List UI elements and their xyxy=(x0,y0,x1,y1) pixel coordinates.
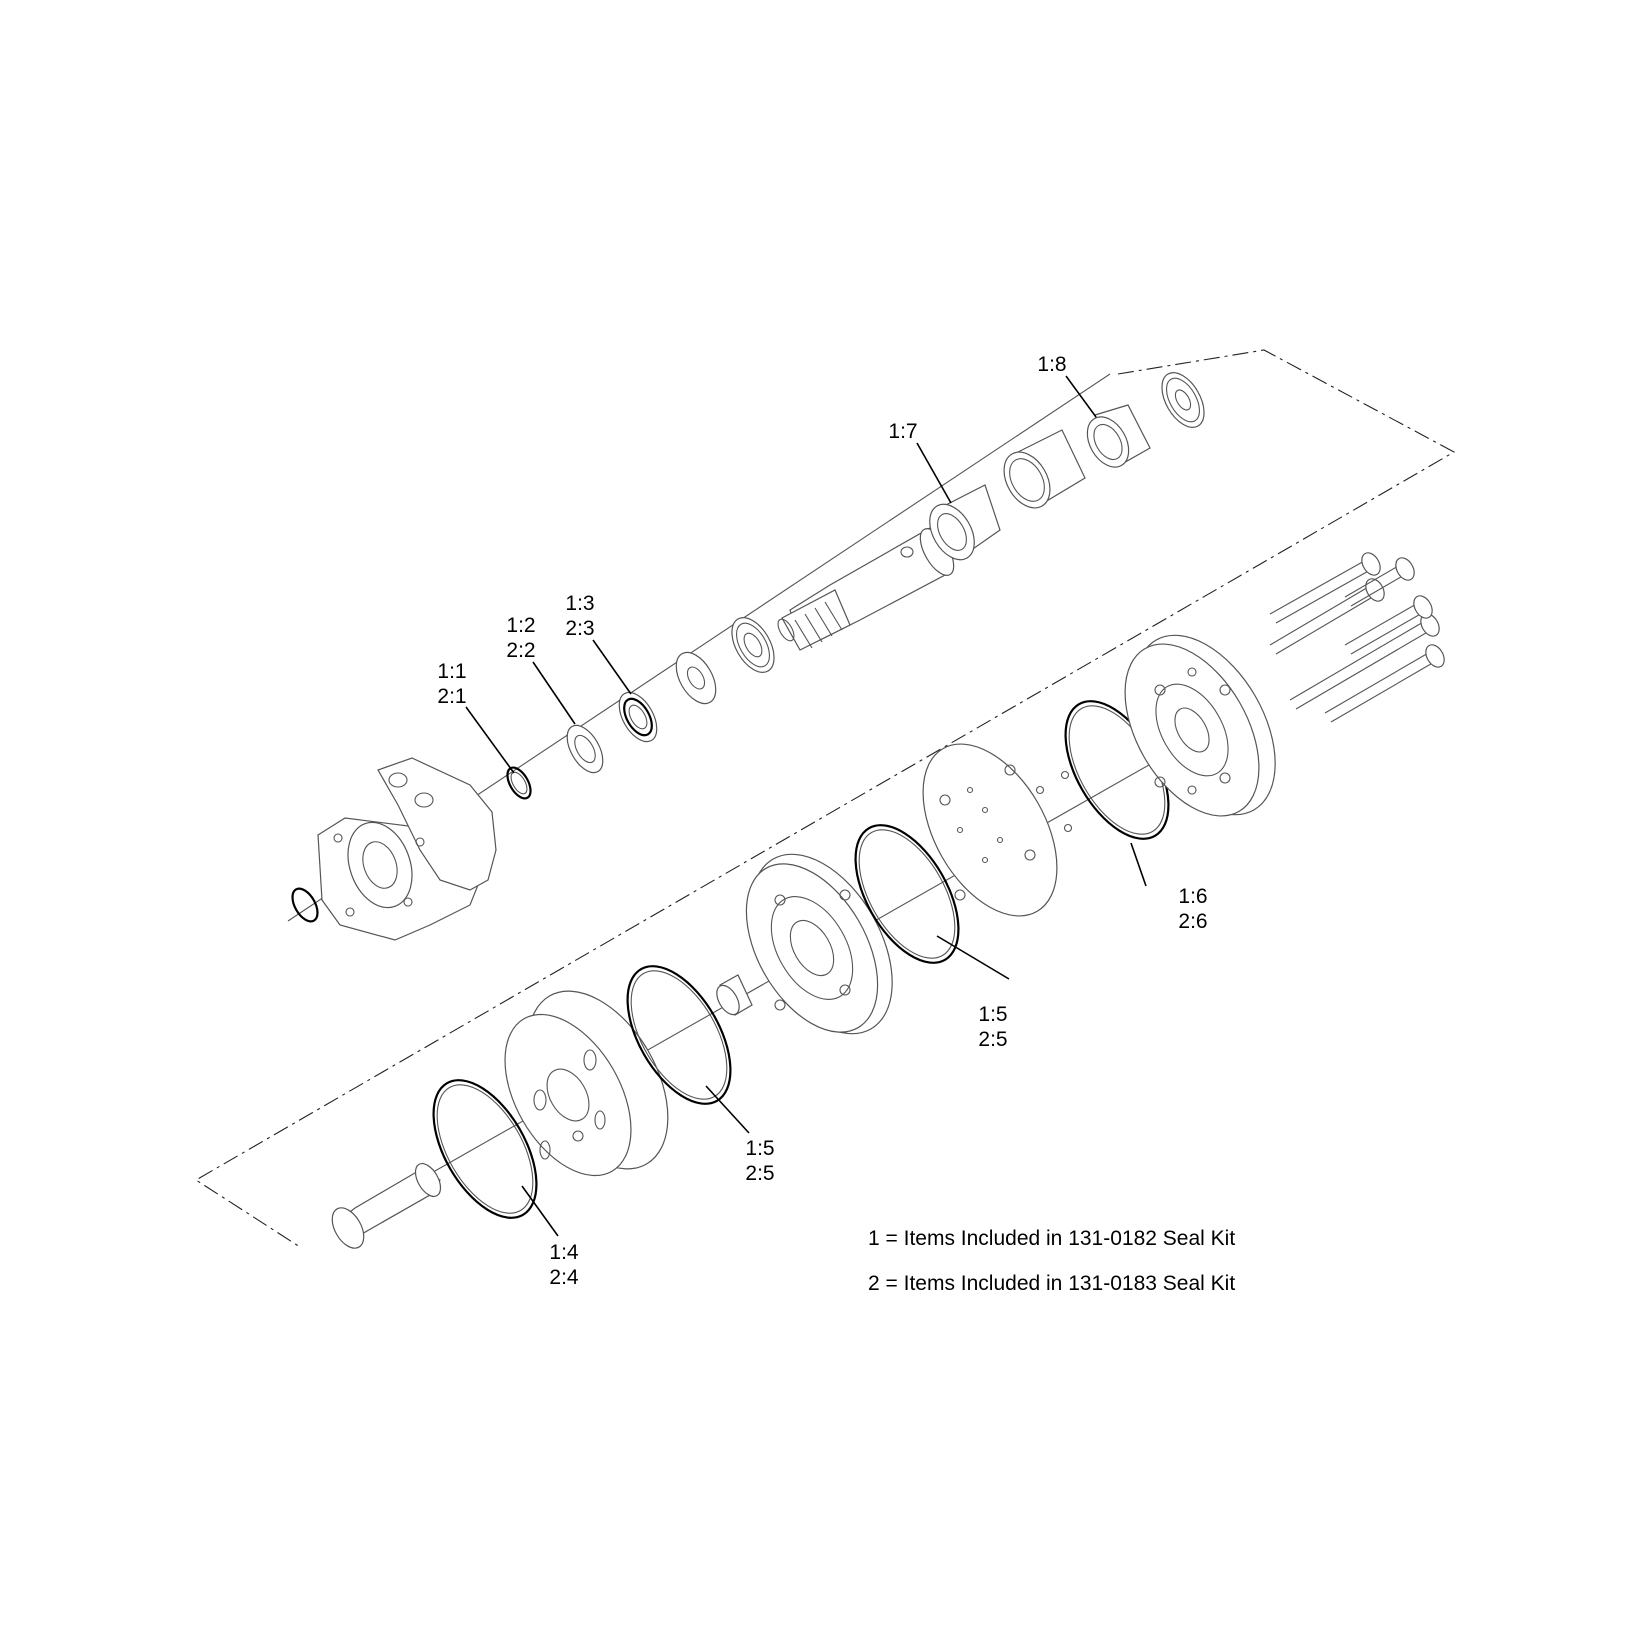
motor-housing-part xyxy=(317,757,497,941)
end-plate-part xyxy=(922,743,1073,917)
output-shaft-part xyxy=(777,527,955,651)
callout-line: 2:1 xyxy=(437,685,466,708)
callout-line: 2:5 xyxy=(978,1028,1007,1051)
callout-line: 2:5 xyxy=(745,1162,774,1185)
callout-line: 1:2 xyxy=(506,614,535,637)
shaft-seal-3-part xyxy=(618,691,658,743)
callout-line: 1:1 xyxy=(437,660,466,683)
callout-line: 2:2 xyxy=(506,639,535,662)
callout-line: 1:4 xyxy=(549,1241,579,1264)
callout-1-4: 1:4 2:4 xyxy=(549,1241,579,1289)
gerotor-part xyxy=(504,990,669,1177)
callout-1-3: 1:3 2:3 xyxy=(565,592,594,640)
valve-plate-part xyxy=(745,853,893,1035)
callout-line: 1:5 xyxy=(745,1137,774,1160)
drive-spline-part xyxy=(331,1163,442,1249)
o-ring-4-part xyxy=(432,1079,538,1219)
end-cap-part xyxy=(1124,634,1276,817)
callout-line: 1:5 xyxy=(978,1003,1007,1026)
thrust-bearing-rear-part xyxy=(1161,372,1205,428)
bearing-sleeve-part xyxy=(1003,429,1086,509)
callout-1-6: 1:6 2:6 xyxy=(1178,885,1207,933)
legend-kit-2: 2 = Items Included in 131-0183 Seal Kit xyxy=(868,1272,1236,1295)
callout-line: 2:3 xyxy=(565,617,594,640)
callout-line: 2:6 xyxy=(1178,910,1207,933)
needle-bearing-8-part xyxy=(1086,404,1151,468)
legend-kit-1: 1 = Items Included in 131-0182 Seal Kit xyxy=(868,1227,1236,1250)
thrust-washer-part xyxy=(675,651,717,705)
bushing-part xyxy=(716,974,753,1016)
callout-line: 1:7 xyxy=(888,420,917,443)
callout-1-7: 1:7 xyxy=(888,420,917,443)
leader-lines xyxy=(465,375,1147,1237)
o-ring-5-right-part xyxy=(854,824,960,964)
front-o-ring-part xyxy=(291,887,319,923)
callout-1-5-right: 1:5 2:5 xyxy=(978,1003,1007,1051)
thrust-bearing-front-part xyxy=(731,617,775,673)
o-ring-5-left-part xyxy=(626,965,732,1105)
washer-2-part xyxy=(566,724,604,774)
callout-1-2: 1:2 2:2 xyxy=(506,614,535,662)
callout-line: 1:8 xyxy=(1037,353,1066,376)
callout-1-5-left: 1:5 2:5 xyxy=(745,1137,774,1185)
callout-1-1: 1:1 2:1 xyxy=(437,660,466,708)
needle-bearing-7-part xyxy=(929,484,1001,561)
seal-ring-1-part xyxy=(506,766,532,800)
callout-1-8: 1:8 xyxy=(1037,353,1066,376)
cap-screws-part xyxy=(1269,552,1445,723)
callout-line: 1:6 xyxy=(1178,885,1207,908)
dash-dot-frame xyxy=(194,349,1456,1248)
callout-line: 1:3 xyxy=(565,592,594,615)
callout-line: 2:4 xyxy=(549,1266,579,1289)
